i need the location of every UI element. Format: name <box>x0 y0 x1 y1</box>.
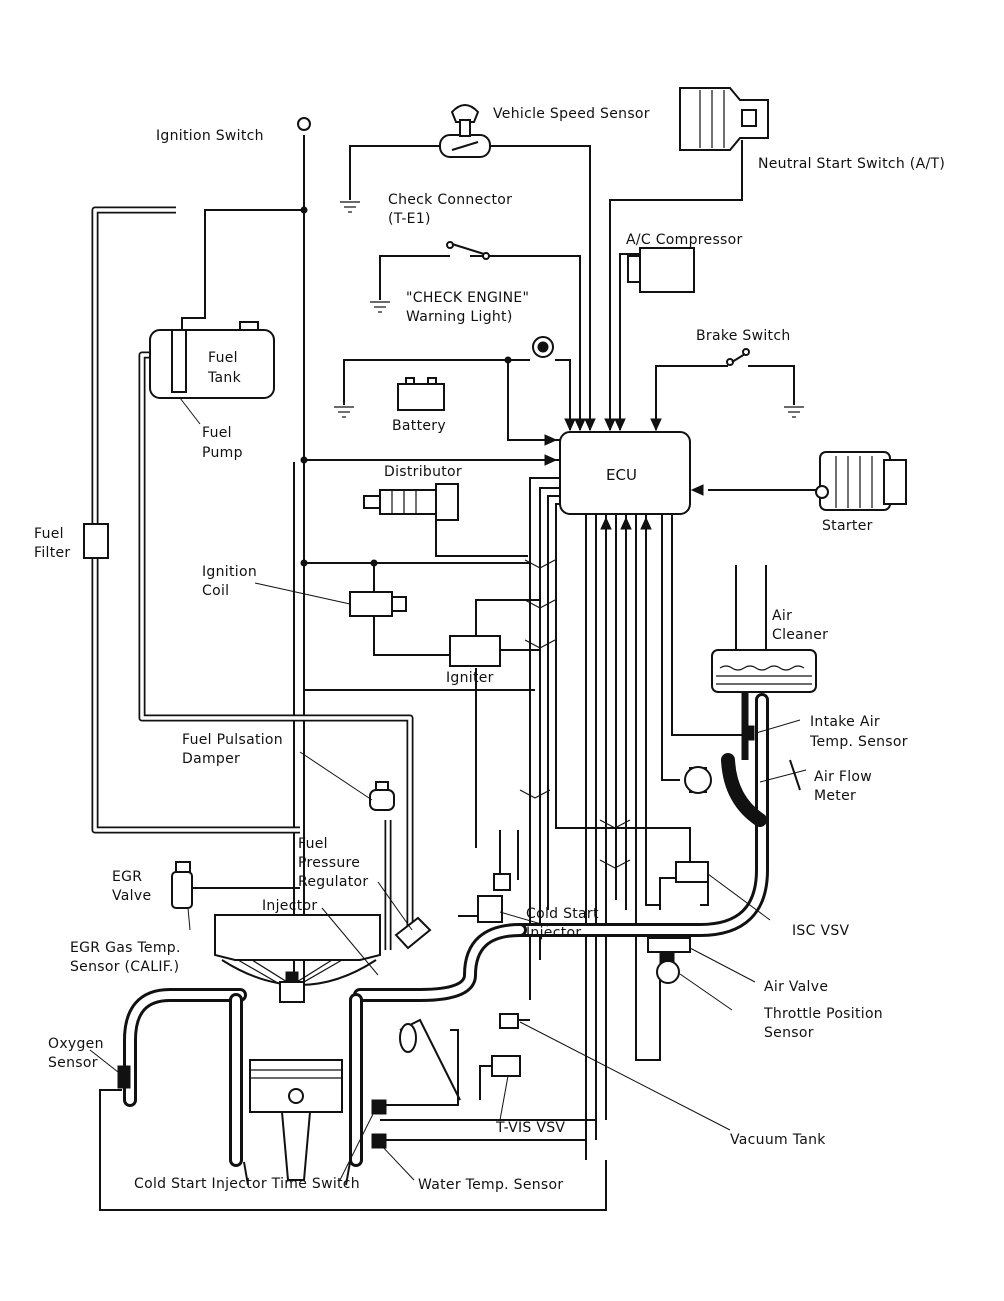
leader-lines <box>89 397 807 1181</box>
label-air-valve: Air Valve <box>764 979 828 995</box>
label-fuel-pump-1: Fuel <box>202 425 232 441</box>
label-distributor: Distributor <box>384 464 462 480</box>
intake-plumbing <box>123 565 769 1107</box>
label-air-flow-1: Air Flow <box>814 769 872 785</box>
wire-bundle-marks <box>519 559 631 869</box>
label-cold-start-1: Cold Start <box>526 906 599 922</box>
label-vacuum-tank: Vacuum Tank <box>730 1132 826 1148</box>
label-injector: Injector <box>262 898 317 914</box>
label-egr-gas-1: EGR Gas Temp. <box>70 940 181 956</box>
t-vis-vsv <box>479 1055 521 1100</box>
label-isc-vsv: ISC VSV <box>792 923 850 939</box>
label-check-connector-code: (T-E1) <box>388 211 431 227</box>
isc-vsv <box>659 861 709 910</box>
wiring <box>99 117 824 1211</box>
label-neutral-start-switch: Neutral Start Switch (A/T) <box>758 156 945 172</box>
neutral-start-switch <box>679 87 769 151</box>
distributor <box>363 483 459 521</box>
label-egr-valve-1: EGR <box>112 869 142 885</box>
label-ignition-coil-1: Ignition <box>202 564 257 580</box>
ecu-box <box>559 431 691 515</box>
label-ecu: ECU <box>606 466 637 484</box>
label-fuel-pressure-1: Fuel <box>298 836 328 852</box>
label-ignition-coil-2: Coil <box>202 583 229 599</box>
vacuum-tank <box>499 1013 530 1029</box>
ground-icon <box>370 301 390 313</box>
label-water-temp-sensor: Water Temp. Sensor <box>418 1177 563 1193</box>
label-oxygen-2: Sensor <box>48 1055 98 1071</box>
air-flow-meter <box>684 753 801 827</box>
water-temp-sensor <box>371 1133 387 1149</box>
label-air-cleaner-2: Cleaner <box>772 627 828 643</box>
engine-cylinder <box>214 914 381 1186</box>
intake-actuator <box>399 1018 461 1101</box>
throttle-position-sensor <box>656 960 680 984</box>
label-fuel-pump-2: Pump <box>202 445 243 461</box>
components <box>83 87 907 1186</box>
label-brake-switch: Brake Switch <box>696 328 791 344</box>
label-fuel-filter-2: Filter <box>34 545 70 561</box>
label-intake-air-1: Intake Air <box>810 714 880 730</box>
label-intake-air-2: Temp. Sensor <box>809 734 908 750</box>
label-ac-compressor: A/C Compressor <box>626 232 743 248</box>
ground-icon <box>334 406 354 418</box>
fuel-filter <box>83 523 109 559</box>
label-egr-gas-2: Sensor (CALIF.) <box>70 959 179 975</box>
labels: Ignition Switch Vehicle Speed Sensor Neu… <box>34 106 945 1193</box>
ignition-coil <box>349 591 407 617</box>
label-oxygen-1: Oxygen <box>48 1036 104 1052</box>
ground-icon <box>340 201 360 213</box>
fuel-pulsation-damper <box>369 781 395 811</box>
igniter <box>449 635 501 667</box>
label-starter: Starter <box>822 518 873 534</box>
label-throttle-1: Throttle Position <box>763 1006 883 1022</box>
ecu-arrows <box>544 418 704 530</box>
label-fuel-pressure-3: Regulator <box>298 874 368 890</box>
oxygen-sensor <box>117 1065 131 1089</box>
fuel-lines <box>91 206 414 950</box>
label-cold-start-2: Injector <box>526 925 581 941</box>
label-tvis-vsv: T-VIS VSV <box>495 1120 565 1136</box>
air-cleaner <box>711 649 817 693</box>
ground-icon <box>784 406 804 418</box>
label-air-cleaner-1: Air <box>772 608 792 624</box>
cold-start-injector <box>458 830 519 923</box>
label-air-flow-2: Meter <box>814 788 856 804</box>
label-fuel-pressure-2: Pressure <box>298 855 360 871</box>
label-fuel-pulsation-1: Fuel Pulsation <box>182 732 283 748</box>
label-check-engine: "CHECK ENGINE" <box>406 290 529 306</box>
label-igniter: Igniter <box>446 670 494 686</box>
check-engine-light-icon <box>532 336 554 358</box>
label-fuel-tank-1: Fuel <box>208 350 238 366</box>
battery <box>397 377 445 411</box>
intake-air-temp-sensor <box>741 725 755 741</box>
fuel-tank <box>149 321 275 399</box>
ignition-switch-icon <box>297 117 311 131</box>
starter <box>815 451 907 511</box>
label-fuel-filter-1: Fuel <box>34 526 64 542</box>
ac-compressor <box>627 247 695 293</box>
cold-start-injector-time-switch <box>371 1099 387 1115</box>
label-cold-start-time-switch: Cold Start Injector Time Switch <box>134 1176 360 1192</box>
label-check-connector: Check Connector <box>388 192 512 208</box>
label-fuel-pulsation-2: Damper <box>182 751 240 767</box>
label-warning-light: Warning Light) <box>406 309 513 325</box>
label-throttle-2: Sensor <box>764 1025 814 1041</box>
egr-valve <box>171 861 300 909</box>
label-ignition-switch: Ignition Switch <box>156 128 264 144</box>
vehicle-speed-sensor <box>439 104 491 158</box>
label-battery: Battery <box>392 418 446 434</box>
label-egr-valve-2: Valve <box>112 888 151 904</box>
label-fuel-tank-2: Tank <box>207 370 242 386</box>
label-vehicle-speed-sensor: Vehicle Speed Sensor <box>493 106 650 122</box>
fuel-pressure-regulator <box>394 916 432 950</box>
